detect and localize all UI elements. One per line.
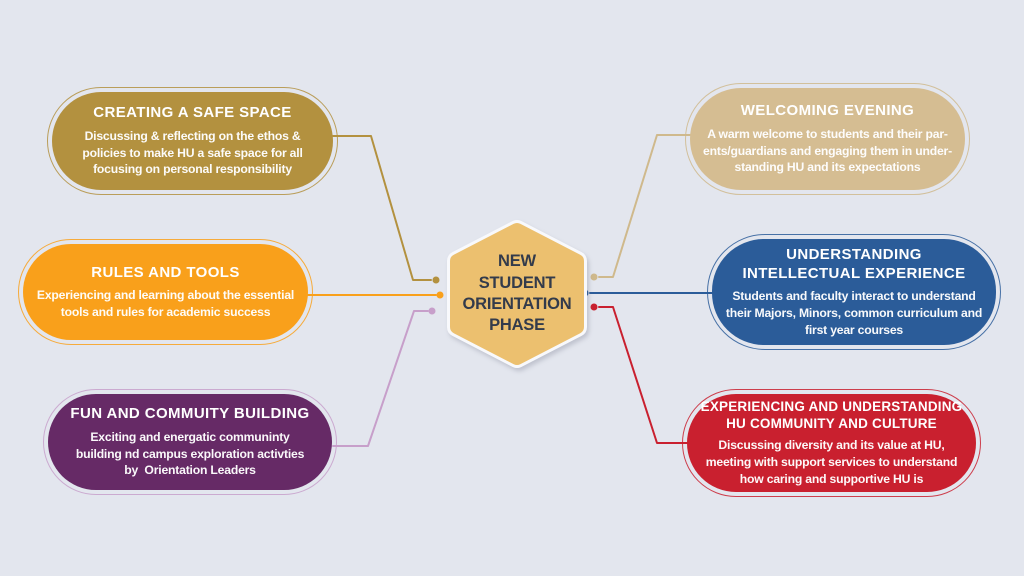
node-title: CREATING A SAFE SPACE xyxy=(93,104,292,122)
node-understanding-intellectual-experience: UNDERSTANDING INTELLECTUAL EXPERIENCE St… xyxy=(707,234,1001,350)
node-rules-and-tools: RULES AND TOOLS Experiencing and learnin… xyxy=(18,239,313,345)
node-welcoming-evening: WELCOMING EVENING A warm welcome to stud… xyxy=(685,83,970,195)
connector-dot-experiencing-hu-community xyxy=(590,303,598,311)
node-title: UNDERSTANDING INTELLECTUAL EXPERIENCE xyxy=(742,245,966,282)
center-phase-title: NEW STUDENT ORIENTATION PHASE xyxy=(462,252,572,335)
connector-welcoming-evening xyxy=(598,134,691,278)
connector-creating-a-safe-space xyxy=(332,135,432,281)
node-title: WELCOMING EVENING xyxy=(740,102,915,120)
hexagon-shape xyxy=(450,223,584,365)
node-body: Discussing diversity and its value at HU… xyxy=(705,438,958,486)
node-fun-and-commuity-building: FUN AND COMMUITY BUILDING Exciting and e… xyxy=(43,389,337,495)
connector-experiencing-hu-community xyxy=(598,306,688,444)
connector-dot-rules-and-tools xyxy=(436,291,444,299)
node-body: A warm welcome to students and their par… xyxy=(703,126,952,175)
node-creating-a-safe-space: CREATING A SAFE SPACE Discussing & refle… xyxy=(47,87,338,195)
node-title: EXPERIENCING AND UNDERSTANDING HU COMMUN… xyxy=(700,398,963,431)
node-experiencing-hu-community-and-culture: EXPERIENCING AND UNDERSTANDING HU COMMUN… xyxy=(682,389,981,497)
node-body: Exciting and energatic communinty buildi… xyxy=(75,429,305,478)
connector-dot-fun-and-commuity-building xyxy=(428,307,436,315)
node-title: FUN AND COMMUITY BUILDING xyxy=(70,405,310,423)
node-body: Students and faculty interact to underst… xyxy=(725,289,983,337)
connector-fun-and-commuity-building xyxy=(332,310,429,447)
node-title: RULES AND TOOLS xyxy=(91,263,240,281)
node-body: Discussing & reflecting on the ethos & p… xyxy=(82,128,303,177)
connector-dot-welcoming-evening xyxy=(590,273,598,281)
node-body: Experiencing and learning about the esse… xyxy=(36,288,295,319)
connector-dot-creating-a-safe-space xyxy=(432,276,440,284)
